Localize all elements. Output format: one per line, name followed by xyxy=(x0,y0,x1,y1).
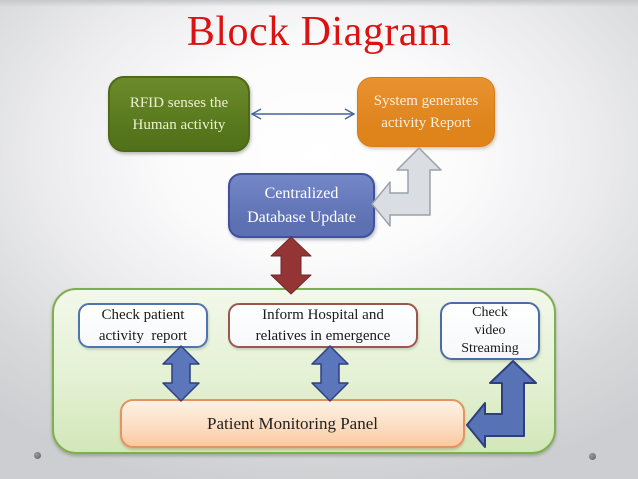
theme-dot-right xyxy=(589,453,596,460)
box-inform-hospital-relatives: Inform Hospital and relatives in emergen… xyxy=(228,303,418,348)
box-centralized-database-update: Centralized Database Update xyxy=(228,173,375,238)
box-check-patient-activity-report: Check patient activity report xyxy=(78,303,208,348)
double-arrow-connector-icon xyxy=(250,108,356,120)
box-rfid-senses: RFID senses the Human activity xyxy=(108,76,250,152)
box-system-generates-report: System generates activity Report xyxy=(357,77,495,147)
bent-arrow-gray-icon xyxy=(371,147,442,227)
box-patient-monitoring-panel: Patient Monitoring Panel xyxy=(120,399,465,448)
double-arrow-maroon-icon xyxy=(270,236,312,295)
theme-dot-left xyxy=(34,452,41,459)
box-check-video-streaming: Check video Streaming xyxy=(440,302,540,360)
page-title: Block Diagram xyxy=(186,9,452,55)
